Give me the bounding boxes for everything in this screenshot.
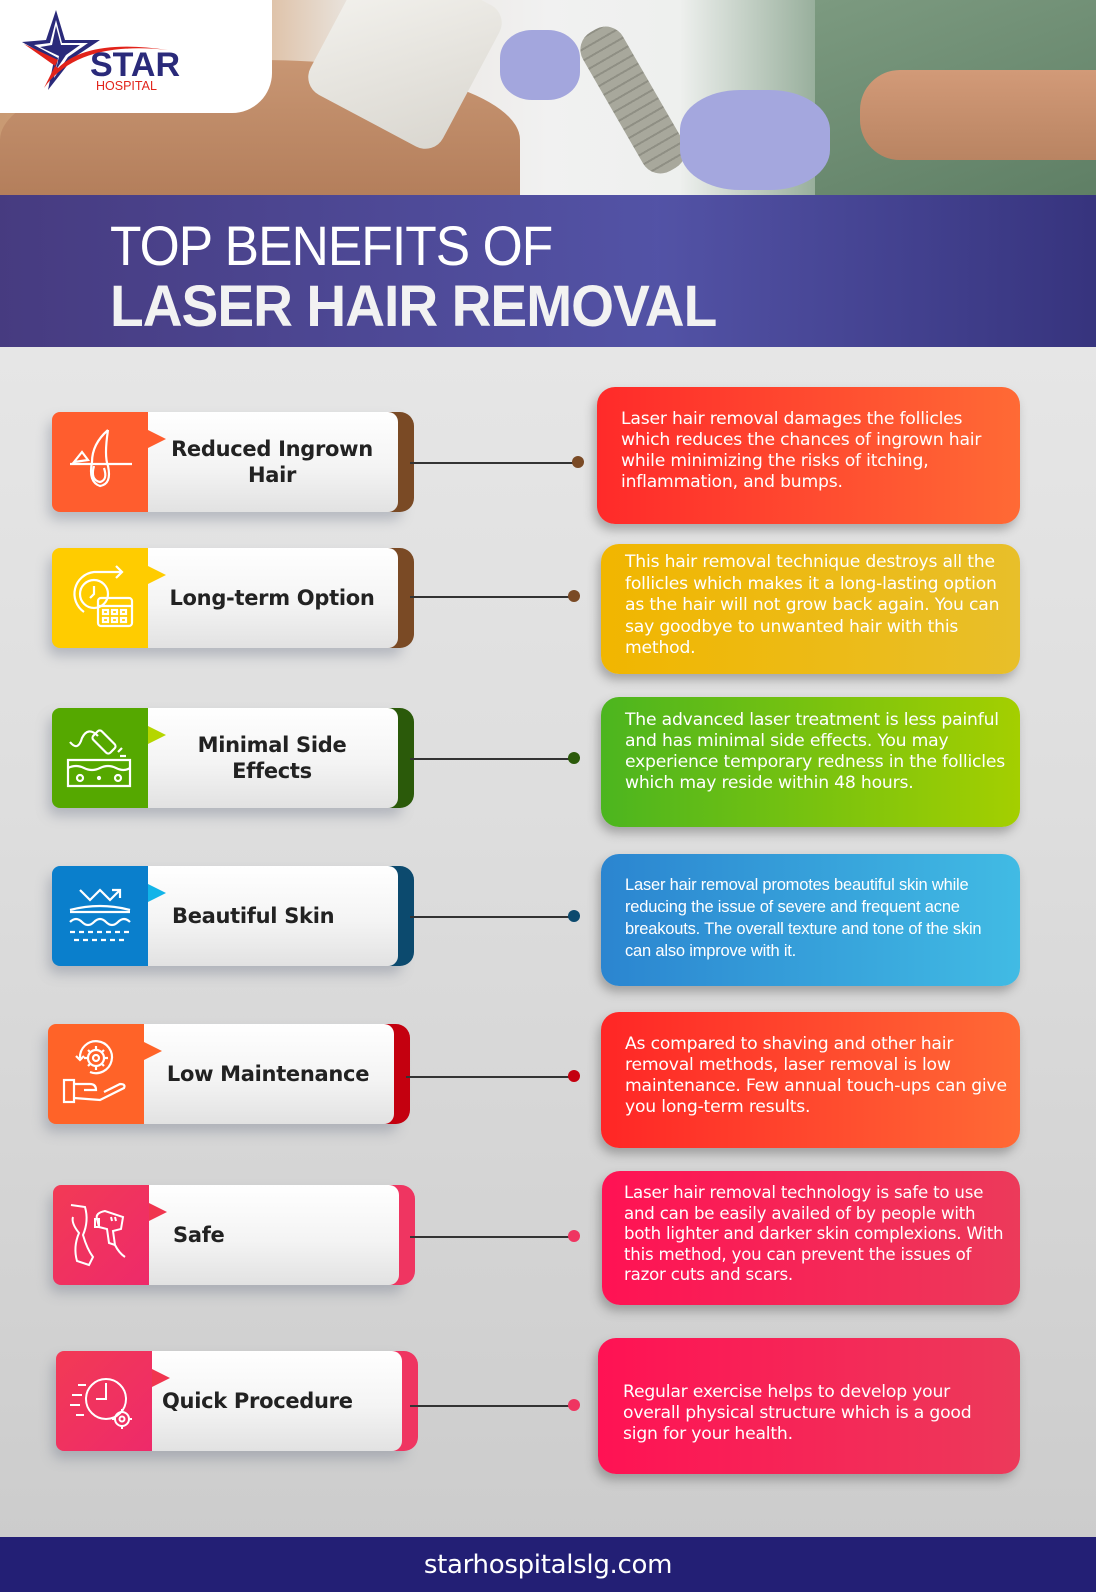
benefit-title: Low Maintenance (166, 1062, 370, 1086)
clock-calendar-icon (52, 548, 148, 648)
page-title-line2: LASER HAIR REMOVAL (110, 274, 717, 339)
page-title-line1: TOP BENEFITS OF (110, 214, 553, 277)
footer-bar: starhospitalslg.com (0, 1537, 1096, 1592)
benefit-label-card[interactable]: Beautiful Skin (52, 866, 414, 966)
svg-text:STAR: STAR (90, 46, 180, 84)
star-logo-icon: STAR HOSPITAL (22, 10, 180, 93)
benefit-label-card[interactable]: Safe (53, 1185, 415, 1285)
benefit-label-card[interactable]: Quick Procedure (56, 1351, 418, 1451)
connector-dot (568, 1399, 580, 1411)
benefit-description: The advanced laser treatment is less pai… (601, 697, 1020, 827)
connector-dot (572, 456, 584, 468)
laser-skin-icon (52, 708, 148, 808)
benefit-description: Laser hair removal promotes beautiful sk… (601, 854, 1020, 986)
website-link[interactable]: starhospitalslg.com (423, 1549, 673, 1580)
benefit-label-card[interactable]: Low Maintenance (48, 1024, 410, 1124)
benefit-description: This hair removal technique destroys all… (601, 544, 1020, 674)
benefit-label-card[interactable]: Minimal Side Effects (52, 708, 414, 808)
benefit-description: As compared to shaving and other hair re… (601, 1012, 1020, 1148)
title-banner: TOP BENEFITS OF LASER HAIR REMOVAL (0, 195, 1096, 347)
connector-dot (568, 1070, 580, 1082)
benefit-title: Beautiful Skin (172, 904, 335, 928)
benefit-description: Laser hair removal damages the follicles… (597, 387, 1020, 524)
benefit-title: Reduced Ingrown Hair (171, 437, 373, 487)
clock-gear-icon (56, 1351, 152, 1451)
benefit-description: Laser hair removal technology is safe to… (602, 1171, 1020, 1305)
benefit-title: Minimal Side Effects (197, 733, 347, 783)
hero-photo (0, 0, 1096, 195)
benefit-description: Regular exercise helps to develop your o… (598, 1338, 1020, 1474)
benefit-title: Safe (173, 1223, 225, 1247)
connector-dot (568, 910, 580, 922)
benefit-title: Long-term Option (169, 586, 375, 610)
connector-dot (568, 590, 580, 602)
leg-laser-device-icon (53, 1185, 149, 1285)
hair-follicle-icon (52, 412, 148, 512)
benefit-label-card[interactable]: Reduced Ingrown Hair (52, 412, 414, 512)
svg-text:HOSPITAL: HOSPITAL (96, 79, 157, 93)
skin-layers-icon (52, 866, 148, 966)
gear-hand-icon (48, 1024, 144, 1124)
connector-dot (568, 1230, 580, 1242)
benefit-title: Quick Procedure (162, 1389, 353, 1413)
logo[interactable]: STAR HOSPITAL (0, 0, 272, 113)
connector-dot (568, 752, 580, 764)
benefit-label-card[interactable]: Long-term Option (52, 548, 414, 648)
